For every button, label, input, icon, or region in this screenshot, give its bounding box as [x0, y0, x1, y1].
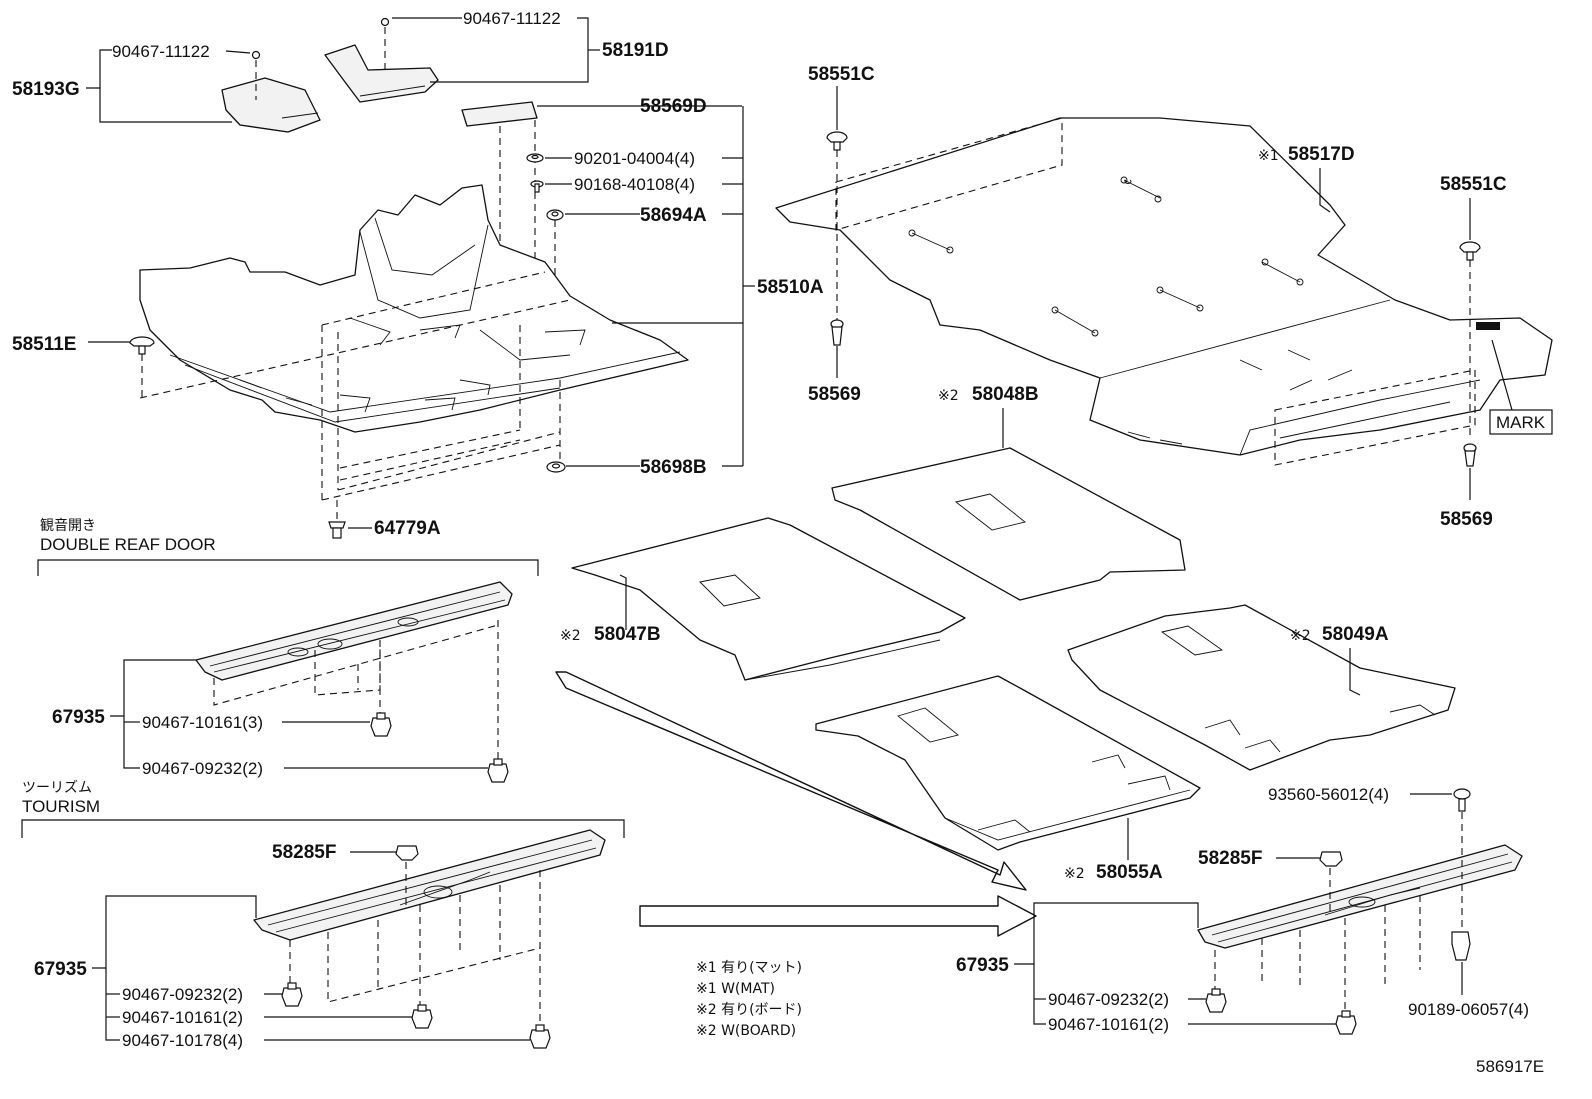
direction-arrow-right — [639, 895, 1037, 937]
callout-90189-06057: 90189-06057(4) — [1408, 1000, 1529, 1019]
clip-58569-a — [830, 319, 844, 346]
callout-mark: MARK — [1496, 413, 1546, 432]
callout-58510A: 58510A — [757, 277, 824, 298]
callout-58049A: 58049A — [1322, 624, 1389, 645]
clip-90467-10161-c — [1335, 1010, 1357, 1035]
callout-90201-04004: 90201-04004(4) — [574, 149, 695, 168]
clip-58511E — [129, 336, 155, 355]
part-58049A-board — [1067, 604, 1456, 771]
callout-58698B: 58698B — [640, 457, 707, 478]
callout-90467-11122-b: 90467-11122 — [463, 9, 561, 28]
callout-67935-c: 67935 — [956, 955, 1009, 976]
mark-label-box — [1489, 409, 1553, 435]
washer-90201 — [526, 153, 544, 163]
part-58193G-cover — [221, 77, 321, 133]
callout-58047B: 58047B — [594, 624, 661, 645]
fastener-clip — [380, 17, 390, 70]
part-58055A-board — [815, 675, 1201, 851]
callout-58569-a: 58569 — [808, 384, 861, 405]
callout-90467-10161-2b: 90467-10161(2) — [1048, 1015, 1169, 1034]
clip-58551C-a — [826, 131, 848, 151]
callout-58193G: 58193G — [12, 79, 80, 100]
fastener-clip — [251, 50, 261, 100]
section-title-tourism-jp: ツーリズム — [22, 780, 92, 796]
clip-90467-09232 — [487, 758, 509, 783]
callout-90467-10161-2a: 90467-10161(2) — [122, 1008, 243, 1027]
note-mark-58517D: ※1 — [1258, 148, 1279, 164]
clip-90467-10161-b — [411, 1004, 433, 1029]
mark-tag — [1476, 322, 1500, 330]
note-mark-58047B: ※2 — [560, 628, 581, 644]
nut-58285F-b — [1319, 851, 1343, 867]
callout-58511E: 58511E — [12, 334, 76, 355]
clip-90467-10178 — [529, 1024, 551, 1049]
clip-64779A — [328, 521, 346, 539]
direction-arrow-diagonal — [555, 671, 1027, 891]
callout-58517D: 58517D — [1288, 144, 1355, 165]
part-58569D-pad — [461, 101, 538, 127]
callout-67935-a: 67935 — [52, 707, 105, 728]
part-58517D-rear-mat — [775, 117, 1553, 456]
callout-90467-10161-3: 90467-10161(3) — [142, 713, 263, 732]
callout-90467-09232-2b: 90467-09232(2) — [122, 985, 243, 1004]
part-58191D-cover — [324, 44, 439, 103]
callout-58285F-b: 58285F — [1198, 848, 1262, 869]
note-line-3: ※2 有り(ボード) — [696, 1002, 802, 1018]
note-line-4: ※2 W(BOARD) — [696, 1023, 796, 1039]
part-67935-scuff-plate-a — [195, 581, 513, 681]
section-title-tourism-en: TOURISM — [22, 797, 100, 816]
clip-58569-b — [1463, 443, 1477, 467]
callout-58191D: 58191D — [602, 40, 669, 61]
nut-58285F-a — [395, 845, 419, 861]
callout-90467-09232-2c: 90467-09232(2) — [1048, 990, 1169, 1009]
note-line-1: ※1 有り(マット) — [696, 960, 802, 976]
grommet-58698B — [546, 461, 566, 473]
callout-90467-09232-2a: 90467-09232(2) — [142, 759, 263, 778]
callout-58551C-a: 58551C — [808, 64, 875, 85]
grommet-58694A — [546, 209, 564, 221]
callout-90467-10178-4: 90467-10178(4) — [122, 1031, 243, 1050]
callout-67935-b: 67935 — [34, 959, 87, 980]
section-title-double-door-en: DOUBLE REAF DOOR — [40, 535, 216, 554]
figure-id: 586917E — [1476, 1057, 1544, 1076]
callout-93560-56012: 93560-56012(4) — [1268, 785, 1389, 804]
clip-90467-10161 — [370, 712, 392, 737]
section-title-double-door-jp: 観音開き — [40, 517, 96, 534]
clip-58551C-b — [1459, 241, 1481, 261]
note-mark-58048B: ※2 — [938, 388, 959, 404]
callout-58285F-a: 58285F — [272, 842, 336, 863]
note-mark-58049A: ※2 — [1290, 628, 1311, 644]
callout-58569D: 58569D — [640, 96, 707, 117]
callout-64779A: 64779A — [374, 518, 441, 539]
clip-90189 — [1451, 931, 1471, 961]
callout-58551C-b: 58551C — [1440, 174, 1507, 195]
screw-90168 — [530, 180, 544, 193]
part-67935-scuff-plate-b — [253, 829, 606, 941]
callout-90168-40108: 90168-40108(4) — [574, 175, 695, 194]
part-67935-scuff-plate-c — [1197, 844, 1523, 949]
callout-58055A: 58055A — [1096, 862, 1163, 883]
callout-90467-11122-a: 90467-11122 — [112, 42, 210, 61]
note-line-2: ※1 W(MAT) — [696, 981, 775, 997]
callout-58048B: 58048B — [972, 384, 1039, 405]
note-mark-58055A: ※2 — [1064, 866, 1085, 882]
part-58510A-floor-carpet — [139, 184, 689, 433]
callout-58694A: 58694A — [640, 205, 707, 226]
clip-90467-09232-b — [281, 982, 303, 1007]
callout-58569-b: 58569 — [1440, 509, 1493, 530]
screw-93560 — [1453, 788, 1471, 812]
part-58047B-board — [571, 517, 966, 681]
clip-90467-09232-c — [1205, 988, 1227, 1013]
part-58048B-board — [831, 447, 1186, 601]
